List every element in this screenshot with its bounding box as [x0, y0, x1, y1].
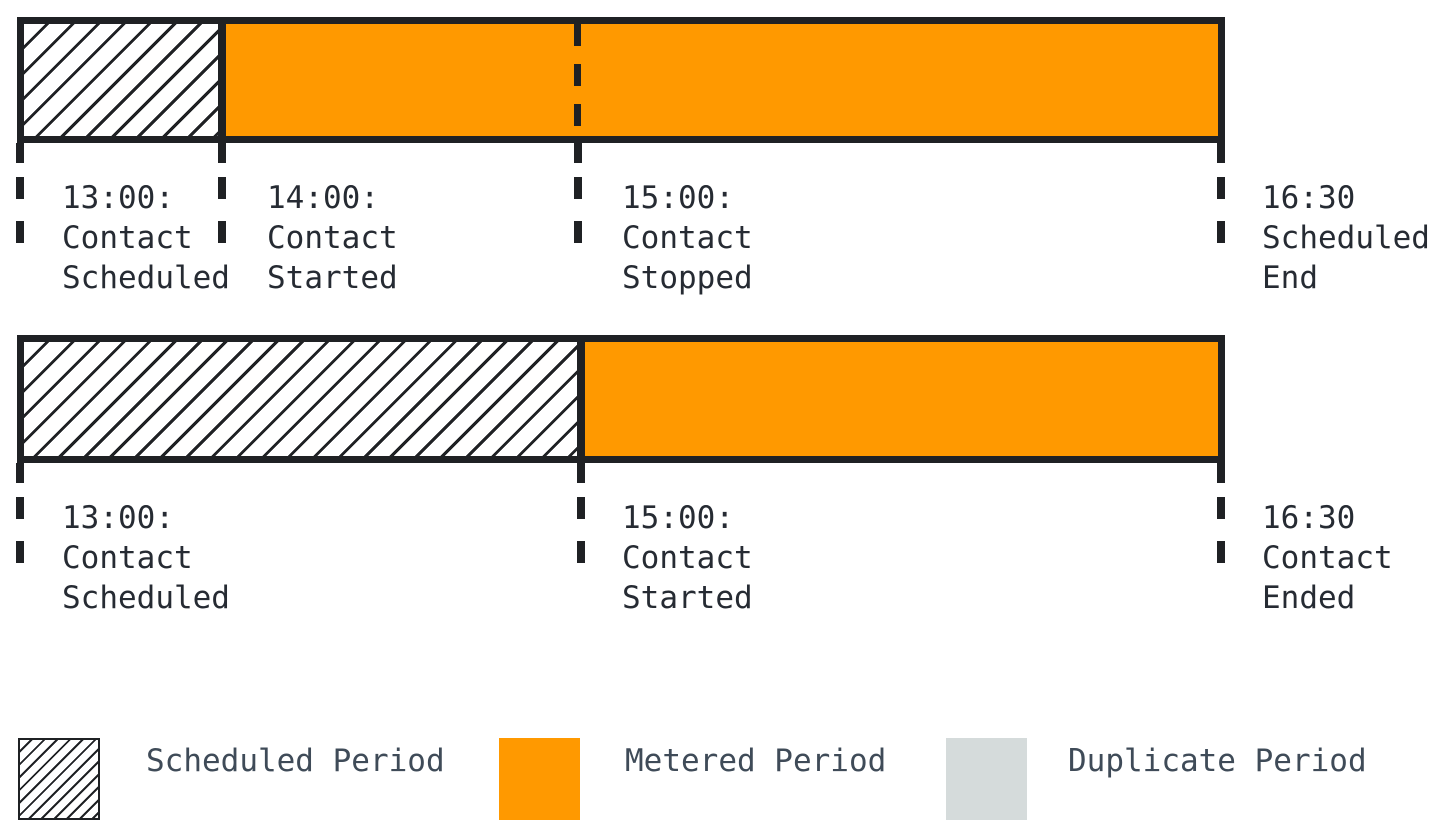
tick-dashes-13-00 [16, 177, 24, 243]
metered-period-segment [585, 342, 1218, 456]
legend-label-scheduled: Scheduled Period [146, 743, 445, 779]
marker-time: 16:30 [1262, 500, 1356, 536]
legend-label-duplicate: Duplicate Period [1068, 743, 1367, 779]
marker-label-15-00: 15:00: Contact Stopped [622, 178, 753, 298]
marker-time: 13:00: [62, 180, 174, 216]
tick-15-00 [577, 463, 585, 483]
marker-text: Scheduled [1262, 220, 1430, 256]
contact-stopped-dashed-line [574, 24, 581, 136]
tick-dashes-15-00 [577, 497, 585, 563]
marker-text: Stopped [622, 260, 753, 296]
marker-text: Contact [622, 220, 753, 256]
tick-dashes-16-30 [1217, 497, 1225, 563]
scheduled-period-segment [24, 24, 218, 136]
tick-13-00 [16, 463, 24, 483]
scheduled-period-segment [24, 342, 577, 456]
tick-16-30 [1217, 463, 1225, 483]
marker-label-16-30: 16:30 Contact Ended [1262, 498, 1393, 618]
tick-dashes-14-00 [218, 177, 226, 243]
tick-dashes-16-30 [1217, 177, 1225, 243]
marker-text: Scheduled [62, 580, 230, 616]
marker-text: Started [622, 580, 753, 616]
timeline-bar-1 [17, 17, 1225, 143]
timeline-bar-2 [17, 335, 1225, 463]
marker-label-14-00: 14:00: Contact Started [267, 178, 398, 298]
marker-label-16-30: 16:30 Scheduled End [1262, 178, 1430, 298]
tick-16-30 [1217, 143, 1225, 163]
marker-time: 13:00: [62, 500, 174, 536]
marker-time: 15:00: [622, 500, 734, 536]
contact-start-divider [577, 342, 585, 456]
marker-text: Contact [62, 220, 193, 256]
marker-text: Scheduled [62, 260, 230, 296]
marker-time: 16:30 [1262, 180, 1356, 216]
tick-dashes-15-00 [574, 177, 582, 243]
tick-15-00 [574, 143, 582, 163]
scheduled-period-swatch [18, 738, 100, 820]
marker-label-13-00: 13:00: Contact Scheduled [62, 178, 230, 298]
metered-period-swatch [499, 738, 580, 820]
tick-dashes-13-00 [16, 497, 24, 563]
marker-label-13-00: 13:00: Contact Scheduled [62, 498, 230, 618]
marker-text: End [1262, 260, 1318, 296]
marker-label-15-00: 15:00: Contact Started [622, 498, 753, 618]
tick-13-00 [16, 143, 24, 163]
duplicate-period-swatch [946, 738, 1027, 820]
marker-text: Contact [62, 540, 193, 576]
marker-text: Started [267, 260, 398, 296]
metered-period-segment [226, 24, 1218, 136]
marker-text: Contact [622, 540, 753, 576]
tick-14-00 [218, 143, 226, 163]
marker-text: Contact [1262, 540, 1393, 576]
marker-time: 15:00: [622, 180, 734, 216]
contact-start-divider [218, 24, 226, 136]
legend-label-metered: Metered Period [625, 743, 887, 779]
marker-time: 14:00: [267, 180, 379, 216]
marker-text: Contact [267, 220, 398, 256]
marker-text: Ended [1262, 580, 1356, 616]
